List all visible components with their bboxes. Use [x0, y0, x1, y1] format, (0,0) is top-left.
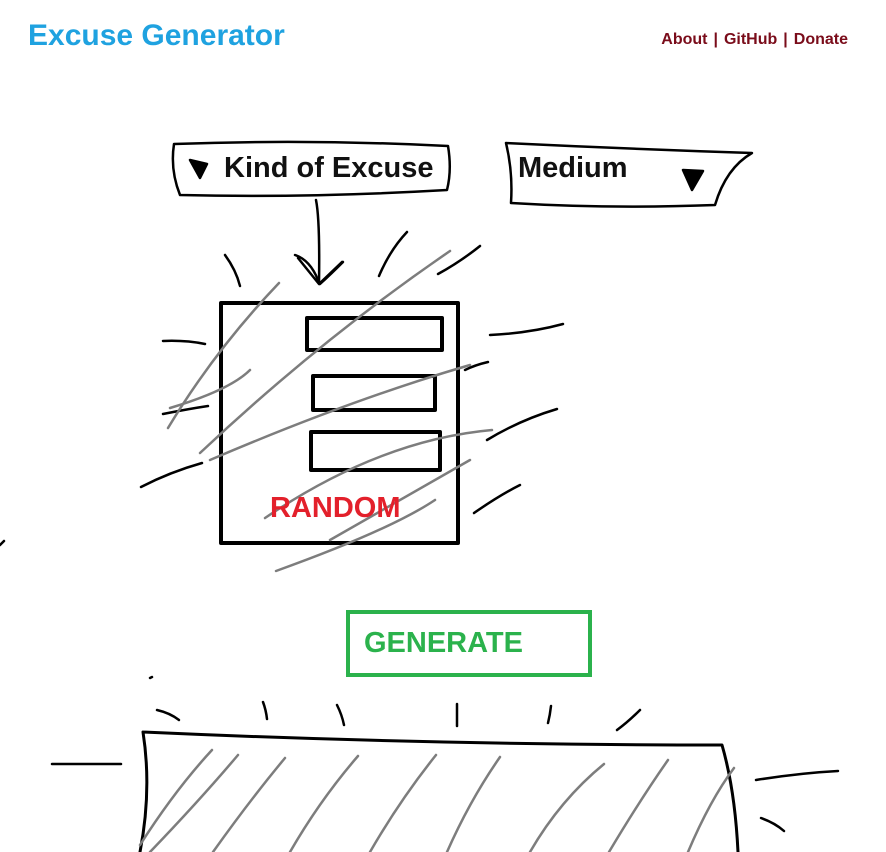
- card-outline: [219, 301, 460, 545]
- output-hatch-line: [288, 754, 360, 852]
- output-ray: [754, 769, 840, 782]
- card-ray: [472, 483, 522, 515]
- output-hatch-line: [211, 756, 287, 852]
- card-ray: [485, 407, 559, 442]
- card-ray: [139, 461, 204, 489]
- output-hatch-line: [607, 758, 670, 852]
- top-nav: About | GitHub | Donate: [661, 31, 848, 49]
- nav-about-link[interactable]: About: [661, 31, 708, 48]
- card-hatch-line: [208, 363, 472, 462]
- kind-of-excuse-dropdown[interactable]: Kind of Excuse: [224, 152, 434, 184]
- output-hatch-line: [148, 753, 240, 852]
- card-ray: [377, 230, 409, 278]
- random-label: RANDOM: [270, 492, 401, 524]
- output-ray: [546, 704, 553, 725]
- kind-dropdown-arrow-icon: [188, 158, 209, 180]
- card-ray: [161, 404, 210, 416]
- app-title: Excuse Generator: [28, 19, 285, 52]
- card-ray: [488, 322, 565, 337]
- card-ray: [318, 260, 345, 286]
- card-ray: [293, 253, 320, 282]
- card-ray: [0, 539, 6, 547]
- output-hatch-line: [368, 753, 438, 852]
- output-ray: [148, 675, 154, 680]
- card-hatch-line: [168, 368, 252, 410]
- output-hatch-line: [445, 755, 502, 852]
- card-hatch-line: [328, 458, 472, 542]
- card-bar-3: [309, 430, 442, 472]
- output-ray: [261, 700, 269, 721]
- output-hatch-line: [686, 766, 736, 852]
- card-ray: [161, 339, 207, 346]
- level-dropdown-arrow-icon: [681, 168, 705, 192]
- card-hatch-line: [166, 281, 281, 430]
- nav-separator: |: [783, 31, 788, 48]
- output-box-outline: [138, 730, 740, 852]
- output-hatch-line: [528, 762, 606, 852]
- output-ray: [155, 708, 181, 722]
- card-hatch-line: [198, 249, 452, 455]
- level-dropdown[interactable]: Medium: [518, 152, 628, 184]
- output-hatch-line: [138, 748, 214, 847]
- output-ray: [335, 703, 346, 727]
- nav-separator: |: [713, 31, 718, 48]
- kind-dropdown-outline: [171, 140, 451, 198]
- nav-github-link[interactable]: GitHub: [723, 31, 778, 48]
- card-ray: [223, 253, 242, 288]
- card-ray: [436, 244, 482, 276]
- output-ray: [759, 816, 786, 833]
- card-ray: [463, 360, 490, 372]
- card-hatch-line: [274, 498, 437, 573]
- connector-arrow: [296, 198, 344, 286]
- card-bar-2: [311, 374, 437, 412]
- nav-donate-link[interactable]: Donate: [793, 31, 848, 48]
- output-ray: [615, 708, 642, 732]
- level-dropdown-outline: [504, 141, 754, 208]
- generate-button[interactable]: GENERATE: [346, 610, 592, 677]
- card-bar-1: [305, 316, 444, 352]
- card-hatch-line: [263, 428, 494, 520]
